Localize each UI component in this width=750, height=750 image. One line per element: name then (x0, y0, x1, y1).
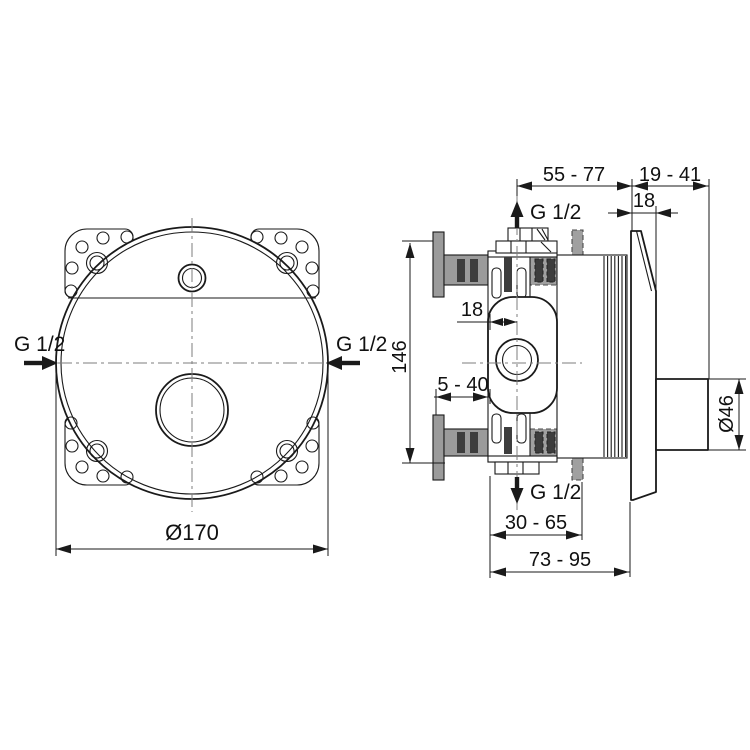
trim-projection-label: 19 - 41 (639, 164, 701, 186)
flange-strip-bottom (487, 455, 558, 463)
body-height-label: 146 (389, 340, 411, 373)
front-right-connection-label: G 1/2 (336, 333, 387, 356)
dim-rough-in-depth: 30 - 65 (489, 476, 583, 578)
right-flow-arrow-shaft (340, 360, 360, 366)
top-union-nut (495, 227, 558, 254)
dim-total-depth: 73 - 95 (490, 502, 631, 577)
valve-sleeve (556, 254, 628, 459)
handle-knob (655, 378, 709, 451)
rosette-profile (630, 230, 657, 501)
dim-center-offset: 18 (457, 299, 517, 330)
side-bottom-connection-label: G 1/2 (530, 481, 581, 504)
total-depth-label: 73 - 95 (529, 549, 591, 571)
dim-trim-projection: 19 - 41 (632, 164, 710, 379)
pipe-bottom-left (443, 428, 489, 457)
right-flow-arrow-icon (326, 356, 342, 370)
rosette-rim-line (635, 230, 653, 292)
up-arrow-icon (510, 201, 524, 217)
sleeve-threads (603, 256, 627, 457)
wall-plate-top-left (432, 231, 445, 298)
front-right-connection-callout: G 1/2 (326, 333, 387, 370)
side-top-connection-label: G 1/2 (530, 201, 581, 224)
dim-trim-depth: 18 (608, 190, 678, 291)
wall-plate-bottom-left (432, 414, 445, 481)
dim-handle-diameter: Ø46 (708, 378, 746, 451)
rough-in-depth-label: 30 - 65 (505, 512, 567, 534)
front-left-connection-callout: G 1/2 (14, 333, 65, 370)
handle-opening-outer (155, 373, 229, 447)
dim-plaster-thickness: 5 - 40 (434, 374, 491, 415)
dim-body-height: 146 (389, 240, 445, 464)
side-top-connection-callout: G 1/2 (510, 201, 581, 228)
dim-depth-adjust: 55 - 77 (516, 164, 633, 231)
plaster-thickness-label: 5 - 40 (437, 374, 488, 396)
left-flow-arrow-shaft (24, 360, 44, 366)
trim-depth-label: 18 (633, 190, 655, 212)
front-view: G 1/2 G 1/2 Ø170 (14, 218, 387, 556)
front-left-connection-label: G 1/2 (14, 333, 65, 356)
side-view: G 1/2 G 1/2 55 - 77 19 - 41 18 (389, 164, 746, 578)
down-arrow-icon (510, 488, 524, 504)
dim-faceplate-diameter: Ø170 (55, 372, 329, 556)
pipe-slots-left (457, 259, 478, 453)
side-bottom-connection-callout: G 1/2 (510, 477, 581, 504)
pipe-top-left (443, 254, 489, 286)
left-flow-arrow-icon (42, 356, 58, 370)
plate-holes (64, 230, 320, 484)
handle-diameter-label: Ø46 (716, 395, 738, 433)
center-offset-label: 18 (461, 299, 483, 321)
depth-adjust-label: 55 - 77 (543, 164, 605, 186)
faceplate-diameter-label: Ø170 (165, 520, 219, 545)
